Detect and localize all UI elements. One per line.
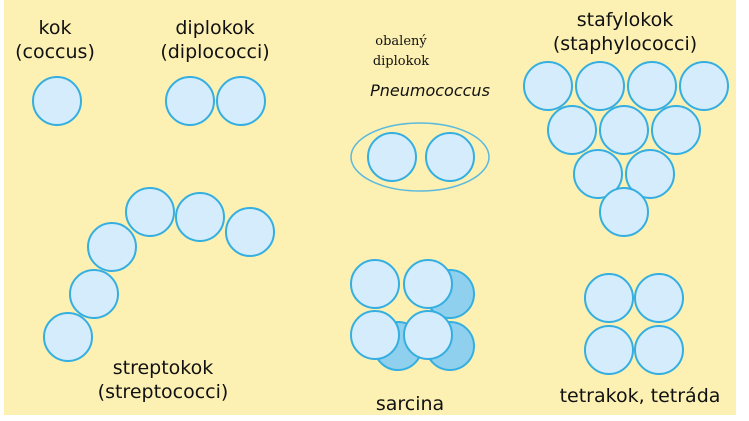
coccus-label: kok (coccus): [10, 16, 100, 64]
staphylococcus-cell: [652, 106, 700, 154]
sarcina-label: sarcina: [355, 392, 465, 416]
staphylococcus-cell: [628, 62, 676, 110]
diplococcus-latin-name: (diplococci): [140, 40, 290, 64]
tetrad-cell: [585, 274, 633, 322]
sarcina-front-cell: [351, 260, 399, 308]
staphylococcus-cell: [600, 188, 648, 236]
streptococcus-cell: [70, 270, 118, 318]
sarcina-front-cell: [404, 311, 452, 359]
diplococcus-cell: [217, 77, 265, 125]
diplococcus-name: diplokok: [140, 16, 290, 40]
coccus-latin-name: (coccus): [10, 40, 100, 64]
streptococcus-cell: [88, 223, 136, 271]
streptococcus-label: streptokok (streptococci): [78, 356, 248, 404]
encapsulated-word: obalený: [356, 32, 446, 52]
sarcina-front-cell: [404, 260, 452, 308]
diplococcus-cell: [166, 77, 214, 125]
staphylococcus-name: stafylokok: [530, 8, 720, 32]
diplococcus-word: diplokok: [356, 52, 446, 72]
staphylococcus-cell: [524, 62, 572, 110]
staphylococcus-cell: [548, 106, 596, 154]
diplococcus-label: diplokok (diplococci): [140, 16, 290, 64]
tetrad-cell: [635, 274, 683, 322]
tetrad-cell: [635, 326, 683, 374]
coccus-name: kok: [10, 16, 100, 40]
staphylococcus-cell: [600, 106, 648, 154]
staphylococcus-cell: [680, 62, 728, 110]
staphylococcus-label: stafylokok (staphylococci): [530, 8, 720, 56]
sarcina-front-cell: [351, 311, 399, 359]
streptococcus-cell: [176, 193, 224, 241]
staphylococcus-latin-name: (staphylococci): [530, 32, 720, 56]
encapsulated-diplococcus-cell: [368, 133, 416, 181]
staphylococcus-cell: [576, 62, 624, 110]
coccus-cell: [33, 77, 81, 125]
tetrad-label: tetrakok, tetráda: [545, 384, 735, 408]
encapsulated-diplococcus-label: obalený diplokok: [356, 32, 446, 72]
pneumococcus-label: Pneumococcus: [350, 79, 510, 103]
streptococcus-cell: [126, 188, 174, 236]
streptococcus-cell: [226, 208, 274, 256]
streptococcus-latin-name: (streptococci): [78, 380, 248, 404]
encapsulated-diplococcus-cell: [426, 133, 474, 181]
tetrad-cell: [585, 326, 633, 374]
streptococcus-cell: [44, 313, 92, 361]
streptococcus-name: streptokok: [78, 356, 248, 380]
